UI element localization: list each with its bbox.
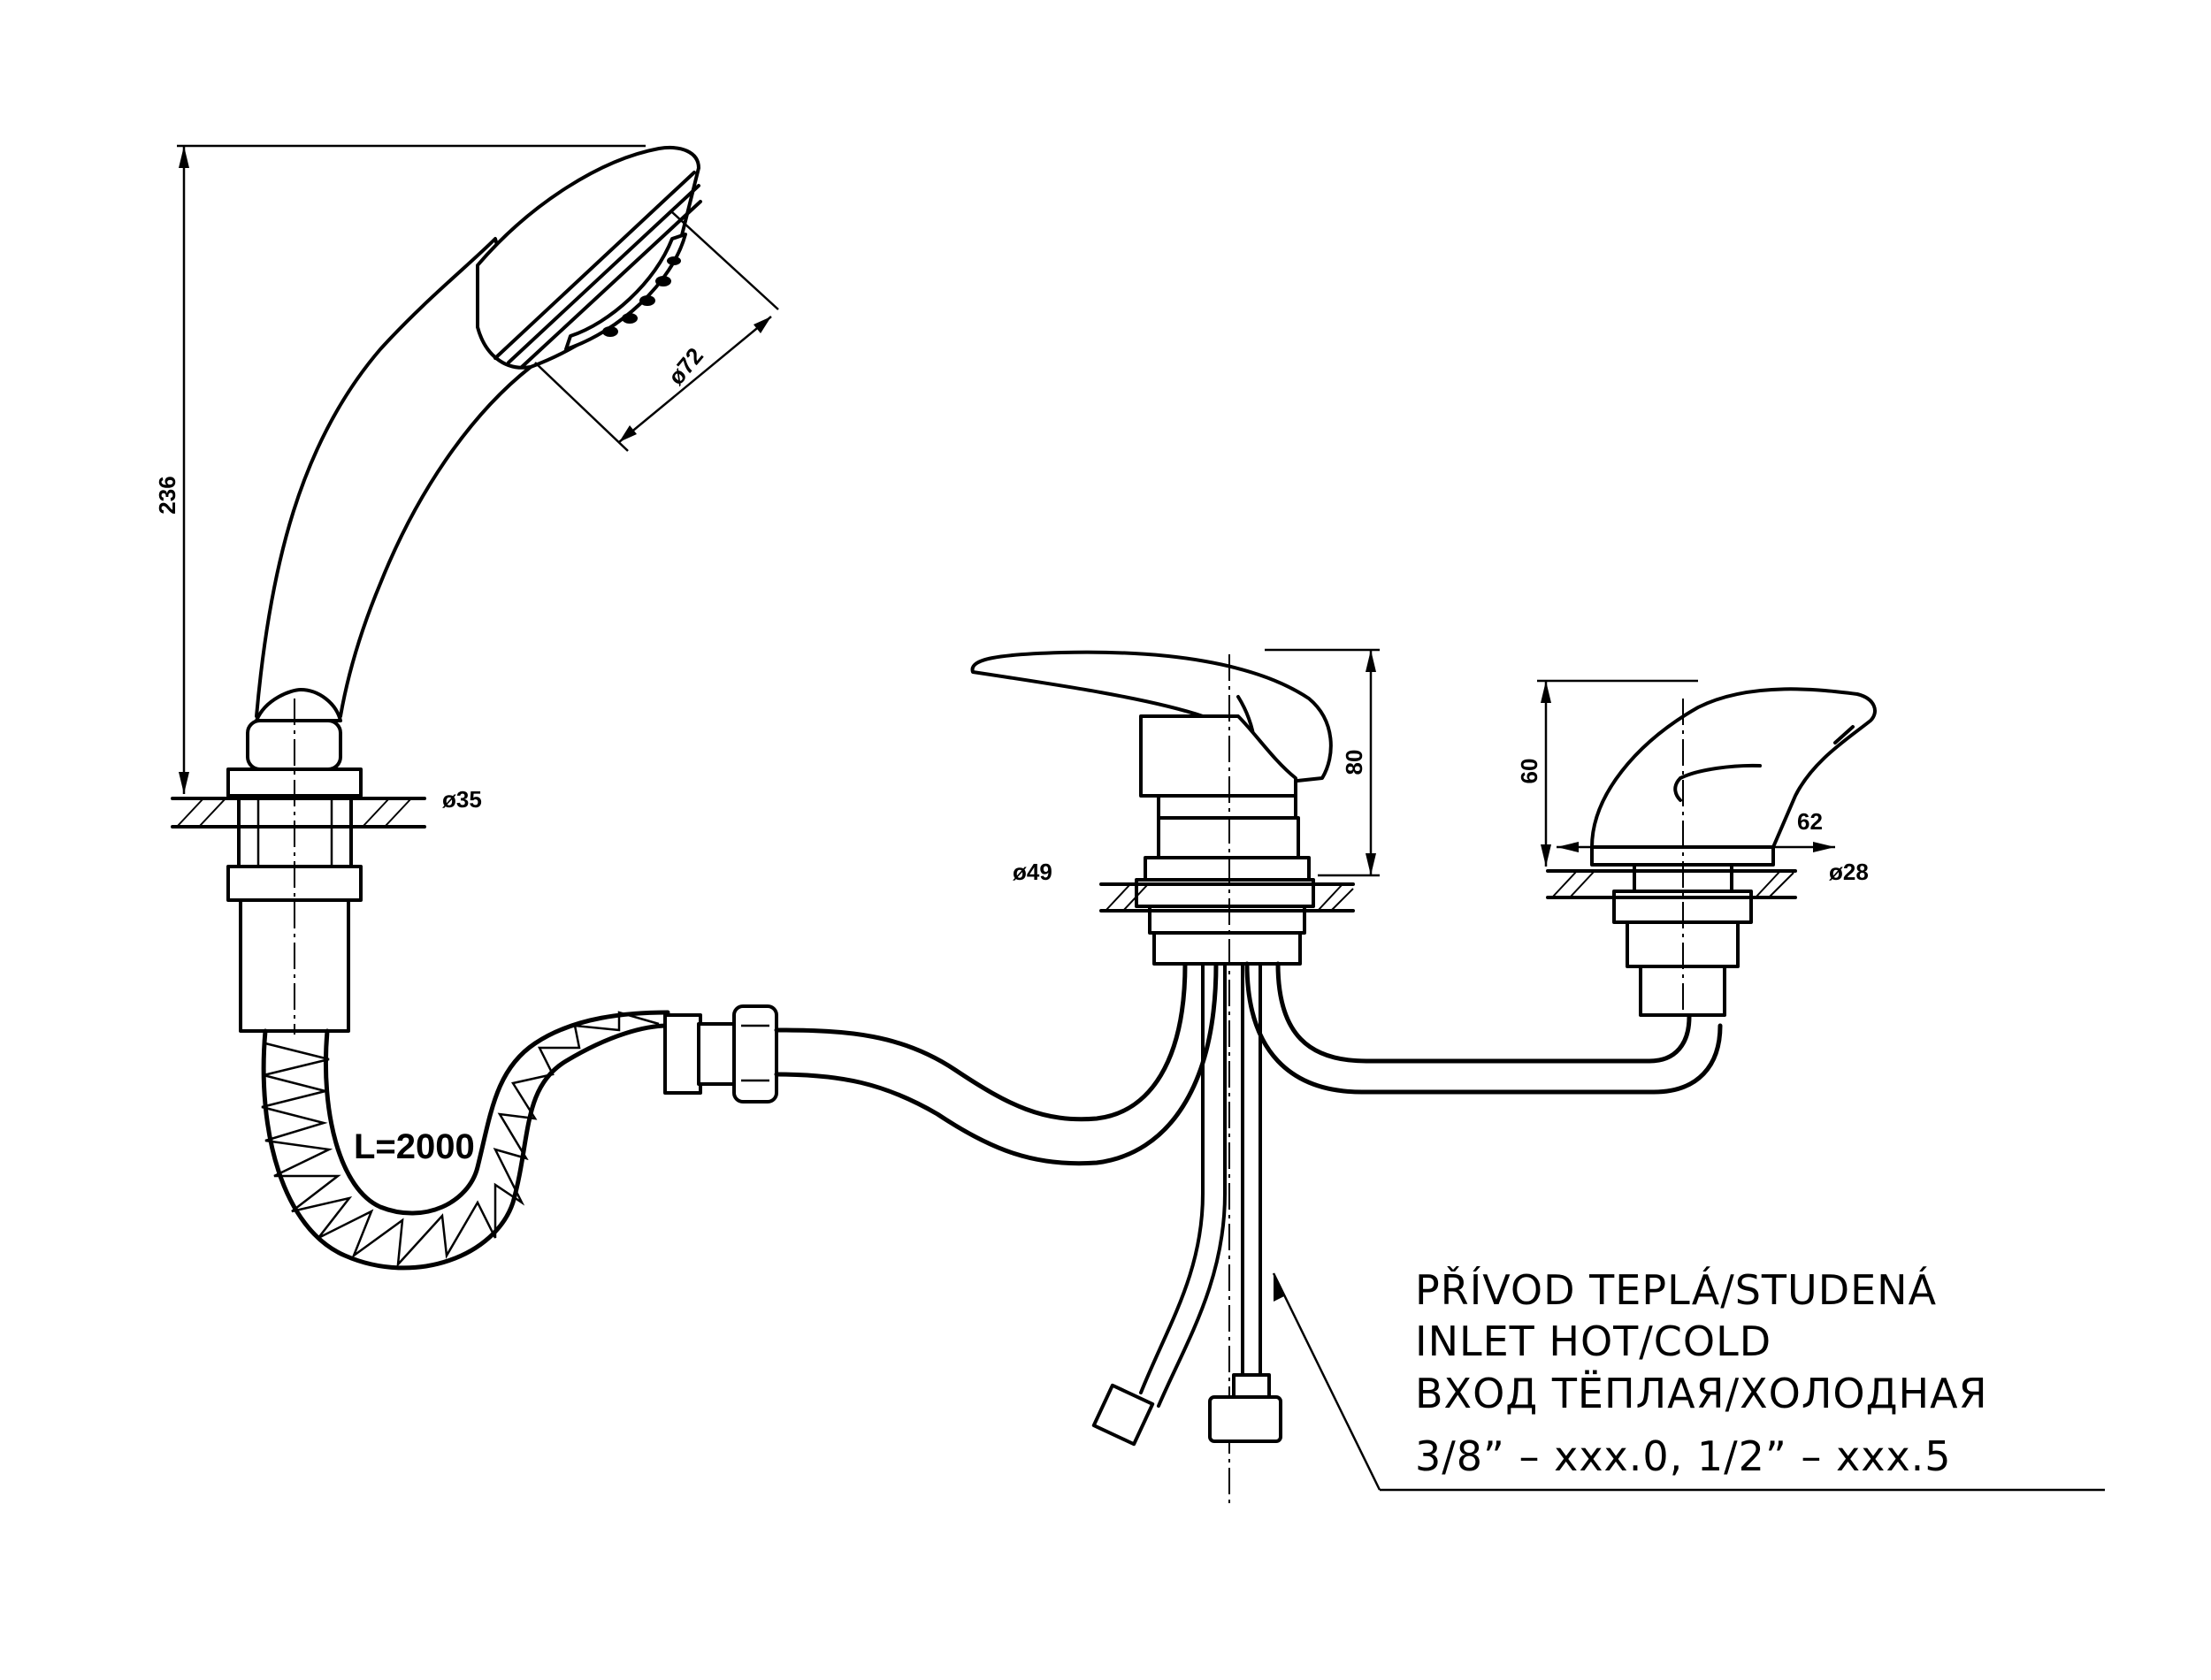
hose-length-label: L=2000 xyxy=(354,1127,475,1166)
diverter-pipe xyxy=(774,961,1219,1166)
dim-label-35: ø35 xyxy=(442,786,482,813)
dim-spout-height: 60 xyxy=(1516,679,1698,867)
note-line-sizes: 3/8” – xxx.0, 1/2” – xxx.5 xyxy=(1415,1432,1952,1480)
spout xyxy=(1590,687,1877,1017)
dim-mixer-base: ø49 xyxy=(1013,859,1052,885)
note-line-ru: ВХОД ТЁПЛАЯ/ХОЛОДНАЯ xyxy=(1415,1370,1988,1417)
inlet-note: PŘÍVOD TEPLÁ/STUDENÁ INLET HOT/COLD ВХОД… xyxy=(1272,1266,2105,1492)
hand-shower xyxy=(226,146,702,1035)
note-line-cs: PŘÍVOD TEPLÁ/STUDENÁ xyxy=(1415,1266,1937,1314)
hose-coil xyxy=(261,1011,660,1268)
dim-label-60: 60 xyxy=(1516,759,1542,784)
dim-label-72: ø72 xyxy=(662,342,708,390)
dim-shower-base: ø35 xyxy=(442,786,482,813)
dim-label-62: 62 xyxy=(1797,808,1823,835)
deck-shower xyxy=(171,797,426,829)
mixer xyxy=(970,650,1333,1503)
dim-spout-reach: 62 xyxy=(1557,808,1835,852)
dim-label-28: ø28 xyxy=(1829,859,1869,885)
spray-holes xyxy=(602,256,681,337)
shower-hose xyxy=(261,1004,778,1271)
dim-label-236: 236 xyxy=(154,476,180,514)
dim-shower-height: 236 xyxy=(154,144,646,794)
spout-pipe xyxy=(1244,961,1723,1095)
inlet-hoses xyxy=(1091,962,1282,1447)
dim-spout-base: ø28 xyxy=(1829,859,1869,885)
deck-mixer xyxy=(1099,882,1355,913)
dim-mixer-height: 80 xyxy=(1265,648,1380,877)
deck-spout xyxy=(1546,869,1797,899)
note-line-en: INLET HOT/COLD xyxy=(1415,1317,1771,1365)
dim-label-49: ø49 xyxy=(1013,859,1052,885)
dim-label-80: 80 xyxy=(1341,750,1367,775)
